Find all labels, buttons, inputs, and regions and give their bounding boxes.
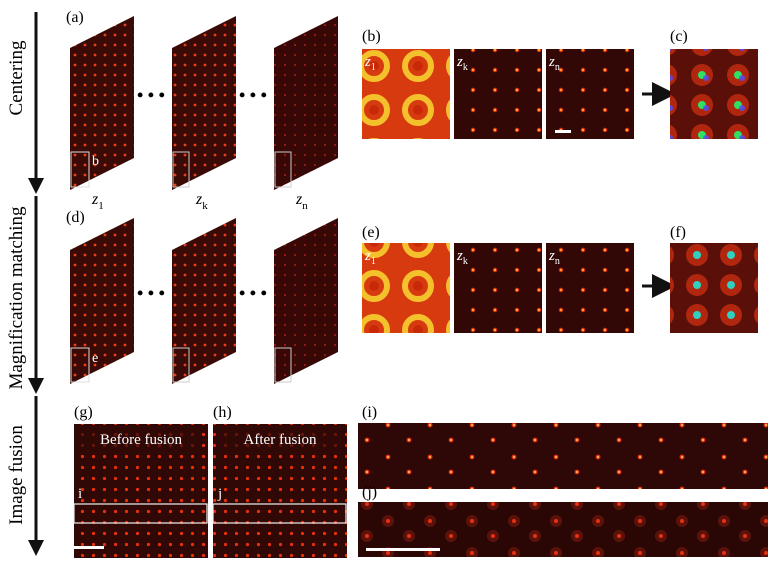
panel-label-i: (i) <box>362 404 377 421</box>
slice-d-zk <box>172 218 236 384</box>
inset-label-j: j <box>217 486 222 502</box>
inset-box-i <box>73 503 208 524</box>
title-before-fusion: Before fusion <box>100 432 183 448</box>
scale-bar-b <box>555 130 571 133</box>
stage-label-fusion: Image fusion <box>6 425 27 525</box>
panel-h: After fusion j <box>212 424 347 558</box>
slice-d-zn <box>274 218 338 384</box>
panel-j <box>358 502 768 557</box>
slice-z1 <box>70 16 134 190</box>
arrow-head-2 <box>28 378 44 394</box>
arrow-head-3 <box>28 540 44 556</box>
panel-label-e: (e) <box>362 224 380 241</box>
panel-label-c: (c) <box>670 28 688 45</box>
ellipsis-4: • • • <box>239 283 267 303</box>
image-strip-j <box>358 502 768 557</box>
tile-c-overlay <box>670 49 758 139</box>
inset-box-e <box>70 347 90 383</box>
stack-d: e • • • • • • <box>70 218 338 384</box>
panel-label-f: (f) <box>670 224 686 241</box>
tile-label-e-zk: zk <box>456 248 468 267</box>
label-z1: z1 <box>91 191 104 212</box>
inset-box-j <box>212 503 347 524</box>
title-backdrop-before <box>80 428 202 450</box>
inset-box-zn <box>274 151 292 188</box>
panel-label-h: (h) <box>213 404 232 421</box>
tile-b-zk <box>454 49 542 139</box>
stack-labels-a: z1 zk zn <box>91 191 308 212</box>
ellipsis-2: • • • <box>239 85 267 105</box>
label-zn: zn <box>295 191 308 212</box>
scale-bar-g <box>74 546 104 549</box>
tile-label-b-z1: z1 <box>364 54 376 73</box>
ellipsis-1: • • • <box>137 85 165 105</box>
stage-label-centering: Centering <box>6 40 27 115</box>
inset-label-b: b <box>92 154 99 169</box>
tile-e-zn <box>546 243 634 333</box>
tile-label-e-zn: zn <box>548 248 560 267</box>
arrow-head-1 <box>28 178 44 194</box>
panel-label-j: (j) <box>362 484 377 501</box>
tile-label-b-zn: zn <box>548 54 560 73</box>
panel-b: z1 zk zn <box>362 49 634 139</box>
panel-label-d: (d) <box>66 209 85 226</box>
tile-e-zk <box>454 243 542 333</box>
scale-bar-j <box>366 548 440 551</box>
title-after-fusion: After fusion <box>244 432 317 448</box>
slice-zn <box>274 16 338 190</box>
panel-label-g: (g) <box>74 404 93 421</box>
tile-e-z1 <box>362 243 450 333</box>
tile-b-z1 <box>362 49 450 139</box>
inset-box-zk <box>172 151 190 188</box>
tile-f-overlay <box>670 243 758 333</box>
inset-box-b <box>70 151 90 188</box>
ellipsis-3: • • • <box>137 283 165 303</box>
tile-label-b-zk: zk <box>456 54 468 73</box>
slice-d-z1 <box>70 218 134 384</box>
stack-a: b • • • • • • <box>70 16 338 190</box>
inset-box-d-zn <box>274 347 292 383</box>
inset-label-e: e <box>92 351 98 366</box>
panel-label-a: (a) <box>66 9 84 26</box>
slice-zk <box>172 16 236 190</box>
tile-b-zn <box>546 49 634 139</box>
pipeline-axis: Centering Magnification matching Image f… <box>6 12 44 556</box>
panel-label-b: (b) <box>362 28 381 45</box>
label-zk: zk <box>195 191 208 212</box>
panel-e: z1 zk zn <box>362 243 634 333</box>
title-backdrop-after <box>220 428 340 450</box>
stage-label-magnification: Magnification matching <box>6 206 27 390</box>
panel-g: Before fusion i <box>73 424 208 558</box>
image-strip-i <box>358 423 768 489</box>
inset-box-d-zk <box>172 347 190 383</box>
inset-label-i: i <box>78 486 82 502</box>
tile-label-e-z1: z1 <box>364 248 376 267</box>
